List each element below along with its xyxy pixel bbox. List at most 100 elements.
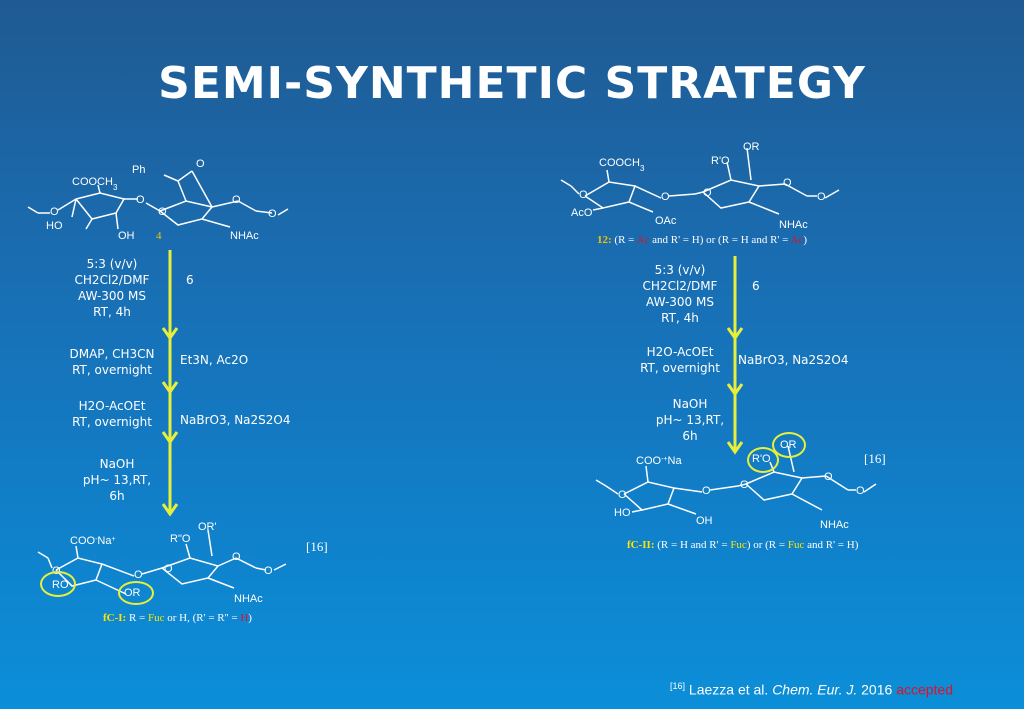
- highlight-or: [118, 581, 154, 605]
- highlight-r1o: [747, 447, 779, 473]
- ring-oxygen: O: [196, 158, 205, 170]
- caption-h: H: [240, 612, 249, 624]
- left-ref: [16]: [306, 539, 328, 554]
- ring-oxygen: O: [136, 194, 145, 206]
- compound-number: 12:: [597, 234, 612, 246]
- left-product-structure: COO-Na+ RO OR R"O OR' NHAc O O O O O: [37, 521, 287, 605]
- ring-oxygen: O: [264, 565, 273, 577]
- condition-line: H2O-AcOEt: [646, 345, 714, 359]
- condition-line: RT, overnight: [72, 415, 152, 429]
- caption-text: or H, (R' = R'' =: [164, 612, 241, 624]
- left-product-r2o: R"O: [170, 533, 191, 545]
- condition-line: 6h: [682, 429, 698, 443]
- condition-line: NaOH: [99, 457, 135, 471]
- right-step3-conditions: NaOH pH~ 13,RT, 6h: [645, 396, 735, 444]
- citation-year: 2016: [857, 681, 897, 698]
- right-caption-12: 12: (R = Ac and R' = H) or (R = H and R'…: [597, 234, 807, 246]
- caption-text: and R' = H) or (R = H and R' =: [649, 234, 791, 246]
- condition-line: CH2Cl2/DMF: [642, 279, 718, 293]
- left-step4-conditions: NaOH pH~ 13,RT, 6h: [72, 456, 162, 504]
- left-step3-reagent: NaBrO3, Na2S2O4: [180, 413, 291, 427]
- condition-line: AW-300 MS: [646, 295, 714, 309]
- left-step1-conditions: 5:3 (v/v) CH2Cl2/DMF AW-300 MS RT, 4h: [62, 256, 162, 320]
- right-step2-conditions: H2O-AcOEt RT, overnight: [630, 344, 730, 376]
- caption-text: and R' = H): [804, 539, 859, 551]
- ring-oxygen: O: [579, 189, 588, 201]
- ring-oxygen: O: [702, 485, 711, 497]
- ring-oxygen: O: [618, 489, 627, 501]
- caption-ac: Ac: [636, 234, 650, 246]
- ring-oxygen: O: [703, 187, 712, 199]
- citation-journal: Chem. Eur. J.: [772, 681, 858, 698]
- left-start-ho: HO: [46, 220, 63, 232]
- left-step2-conditions: DMAP, CH3CN RT, overnight: [62, 346, 162, 378]
- left-start-ph: Ph: [132, 164, 145, 176]
- caption-ac: Ac: [790, 234, 804, 246]
- highlight-or-right: [772, 432, 806, 458]
- ring-oxygen: O: [50, 206, 59, 218]
- ring-oxygen: O: [164, 563, 173, 575]
- left-product-nhac: NHAc: [234, 593, 263, 605]
- left-start-nhac: NHAc: [230, 230, 259, 242]
- right-caption: fC-II: (R = H and R' = Fuc) or (R = Fuc …: [627, 539, 858, 551]
- right-start-nhac: NHAc: [779, 219, 808, 231]
- ring-oxygen: O: [134, 569, 143, 581]
- left-start-oh: OH: [118, 230, 135, 242]
- condition-line: RT, overnight: [640, 361, 720, 375]
- slide-title: SEMI-SYNTHETIC STRATEGY: [158, 58, 866, 109]
- caption-text: ): [248, 612, 252, 624]
- condition-line: AW-300 MS: [78, 289, 146, 303]
- caption-id: fC-II:: [627, 539, 655, 551]
- left-start-cooch3: COOCH3: [72, 176, 118, 192]
- right-start-or: OR: [743, 141, 760, 153]
- left-start-structure: Ph COOCH3 HO OH NHAc 4 O O O O O O: [27, 158, 289, 242]
- ring-oxygen: O: [232, 194, 241, 206]
- left-product-r1: OR': [198, 521, 217, 533]
- caption-text: (R =: [611, 234, 637, 246]
- right-start-structure: OR R'O COOCH3 AcO OAc NHAc O O O O O: [560, 141, 840, 231]
- right-start-cooch3: COOCH3: [599, 157, 645, 173]
- condition-line: pH~ 13,RT,: [655, 413, 725, 427]
- caption-text: R =: [126, 612, 149, 624]
- caption-fuc: Fuc: [730, 539, 747, 551]
- left-step3-conditions: H2O-AcOEt RT, overnight: [62, 398, 162, 430]
- right-step1-conditions: 5:3 (v/v) CH2Cl2/DMF AW-300 MS RT, 4h: [630, 262, 730, 326]
- condition-line: 5:3 (v/v): [86, 257, 138, 271]
- right-product-coo: COO-+Na: [636, 455, 682, 467]
- right-step2-reagent: NaBrO3, Na2S2O4: [738, 353, 849, 367]
- right-product-nhac: NHAc: [820, 519, 849, 531]
- right-start-r1o: R'O: [711, 155, 730, 167]
- ring-oxygen: O: [783, 177, 792, 189]
- ring-oxygen: O: [740, 479, 749, 491]
- caption-fuc: Fuc: [148, 612, 165, 624]
- right-ref: [16]: [864, 451, 886, 466]
- left-step2-reagent: Et3N, Ac2O: [180, 353, 249, 367]
- right-step1-reagent: 6: [752, 279, 760, 293]
- caption-fuc: Fuc: [787, 539, 805, 551]
- condition-line: RT, 4h: [661, 311, 699, 325]
- condition-line: DMAP, CH3CN: [69, 347, 155, 361]
- ring-oxygen: O: [232, 551, 241, 563]
- ring-oxygen: O: [856, 485, 865, 497]
- citation-authors: Laezza et al.: [685, 681, 773, 698]
- ring-oxygen: O: [824, 471, 833, 483]
- caption-id: fC-I:: [103, 612, 127, 624]
- ring-oxygen: O: [268, 208, 277, 220]
- condition-line: RT, 4h: [93, 305, 131, 319]
- right-product-ho: HO: [614, 507, 631, 519]
- condition-line: pH~ 13,RT,: [82, 473, 152, 487]
- citation: [16] Laezza et al. Chem. Eur. J. 2016 ac…: [670, 681, 953, 698]
- right-reaction-arrow: [726, 256, 744, 455]
- right-product-oh: OH: [696, 515, 713, 527]
- condition-line: NaOH: [672, 397, 708, 411]
- ring-oxygen: O: [661, 191, 670, 203]
- left-product-coo: COO-Na+: [70, 535, 116, 547]
- condition-line: 6h: [109, 489, 125, 503]
- caption-text: ) or (R =: [746, 539, 788, 551]
- highlight-ro: [40, 571, 76, 597]
- left-caption: fC-I: R = Fuc or H, (R' = R'' = H): [103, 612, 252, 624]
- caption-text: ): [803, 234, 807, 246]
- right-start-oac: OAc: [655, 215, 677, 227]
- ring-oxygen: O: [158, 206, 167, 218]
